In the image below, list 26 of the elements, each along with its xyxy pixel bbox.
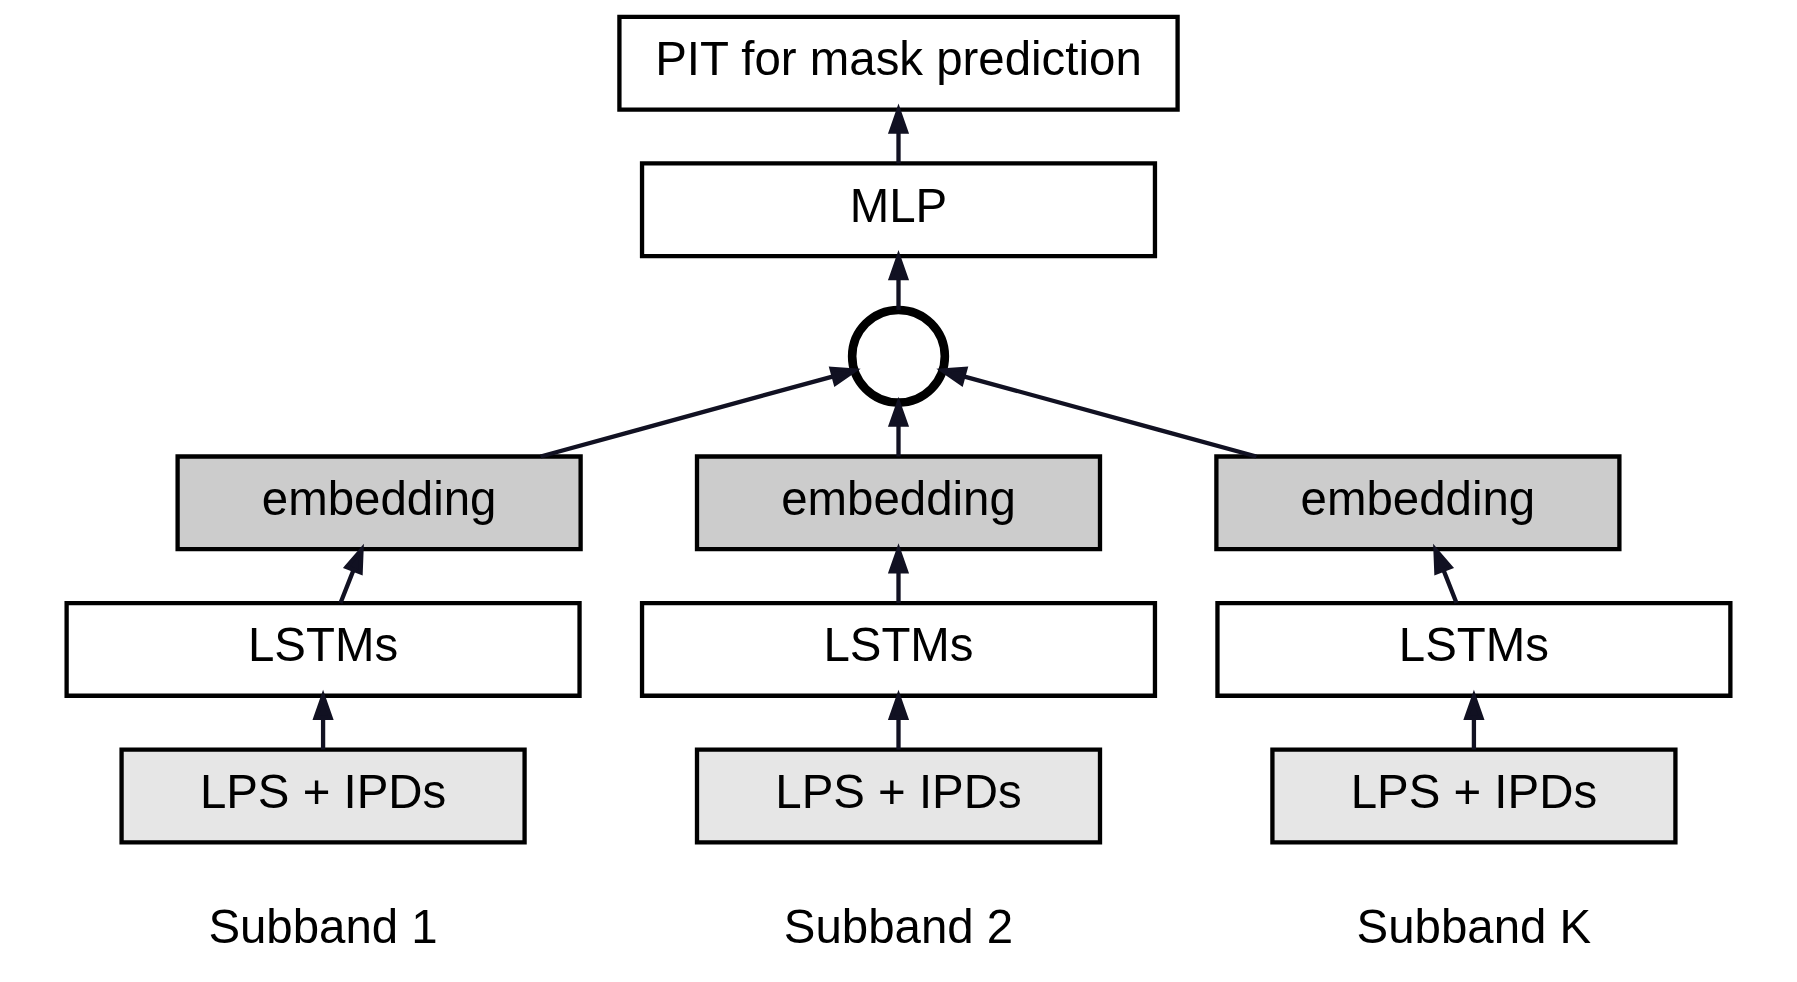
arrow bbox=[887, 396, 910, 457]
node-box: LPS + IPDs bbox=[119, 747, 527, 845]
arrow bbox=[1433, 543, 1459, 604]
node-box: embedding bbox=[1214, 454, 1622, 552]
arrow bbox=[338, 543, 364, 604]
arrow bbox=[936, 366, 1257, 459]
arrow bbox=[887, 543, 910, 603]
arrow bbox=[887, 250, 910, 310]
node-circle bbox=[847, 305, 950, 407]
arrow bbox=[540, 366, 861, 459]
node-box: embedding bbox=[175, 454, 583, 552]
node-box: PIT for mask prediction bbox=[617, 14, 1180, 112]
node-box: MLP bbox=[639, 161, 1158, 259]
node-box: LSTMs bbox=[64, 600, 582, 698]
arrow bbox=[1463, 689, 1485, 750]
node-box: embedding bbox=[694, 454, 1103, 552]
node-label: Subband 1 bbox=[208, 899, 438, 953]
node-box: LPS + IPDs bbox=[1270, 747, 1678, 845]
node-box: LPS + IPDs bbox=[694, 747, 1103, 845]
node-box: LSTMs bbox=[639, 600, 1158, 698]
node-box: LSTMs bbox=[1215, 600, 1733, 698]
node-label: Subband K bbox=[1356, 899, 1592, 953]
arrow bbox=[887, 689, 910, 750]
arrow bbox=[312, 689, 334, 750]
arrow bbox=[887, 103, 910, 164]
node-label: Subband 2 bbox=[783, 899, 1014, 953]
